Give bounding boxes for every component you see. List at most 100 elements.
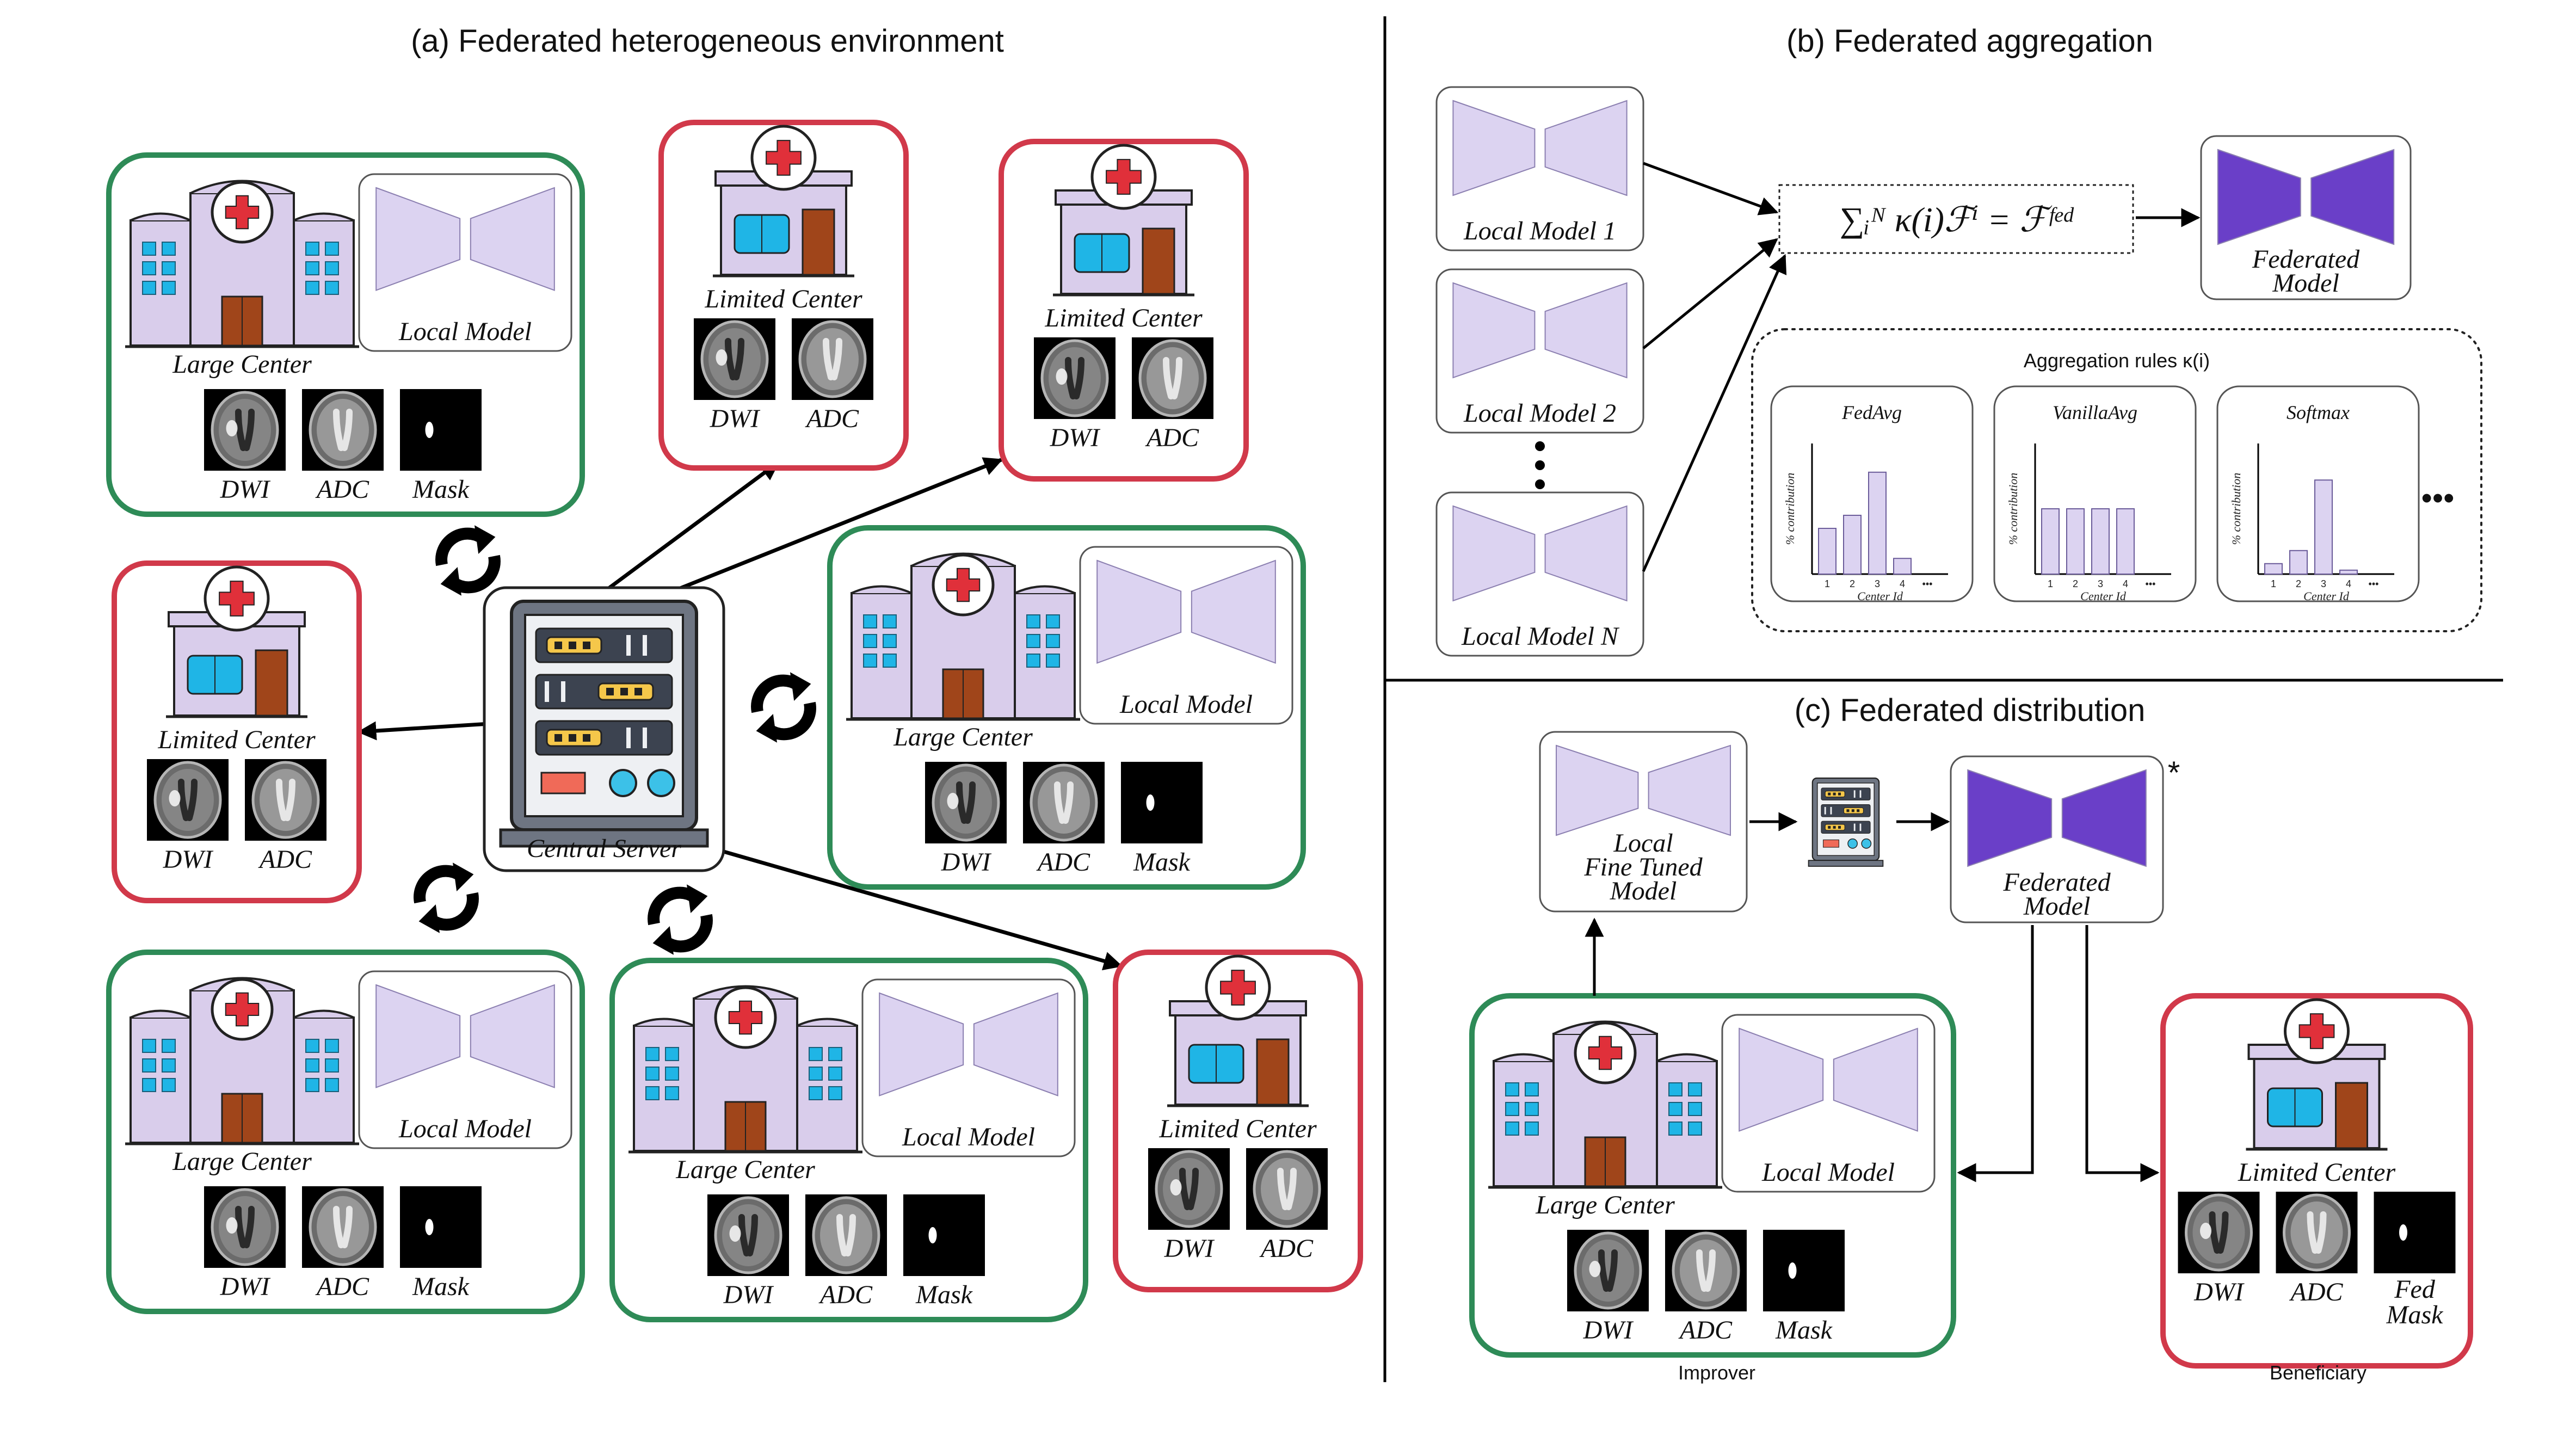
- mask-scan: [1763, 1230, 1845, 1311]
- mask-label: Mask: [412, 475, 470, 504]
- panel-a-title: (a) Federated heterogeneous environment: [411, 23, 1004, 59]
- limited-center-label: Limited Center: [704, 285, 862, 313]
- server-label: Central Server: [527, 834, 681, 863]
- arrow-modelN-formula: [1642, 254, 1787, 572]
- asterisk: *: [2168, 755, 2180, 791]
- fine-tuned-label-0: Local: [1613, 829, 1673, 858]
- mask-label: Mask: [1133, 848, 1191, 877]
- dwi-label: DWI: [941, 848, 992, 877]
- tick-label: •••: [1922, 578, 1933, 589]
- mask-scan: [400, 1186, 482, 1268]
- mask-scan: [1121, 762, 1203, 843]
- local-model-label: Local Model: [398, 317, 532, 346]
- tick-label: •••: [2369, 578, 2379, 589]
- local-model-icon: [375, 187, 555, 291]
- more-rules-ellipsis: •••: [2421, 480, 2455, 516]
- arrow-federated-improver: [1957, 925, 2034, 1182]
- x-axis-label: Center Id: [2080, 589, 2127, 603]
- dwi-label: DWI: [710, 404, 761, 433]
- dwi-label: DWI: [2193, 1278, 2245, 1307]
- central-server-icon: [1808, 777, 1884, 867]
- local-model-2: Local Model 2: [1435, 268, 1644, 434]
- dwi-scan: [925, 762, 1007, 843]
- sync-arrows-icon: [414, 862, 479, 933]
- adc-label: ADC: [805, 404, 859, 433]
- dwi-scan: [204, 389, 286, 471]
- local-model-icon: [375, 984, 555, 1088]
- bar: [2066, 508, 2085, 575]
- red-cross-icon: [946, 568, 981, 602]
- red-cross-icon: [1106, 159, 1142, 195]
- adc-scan: [2276, 1192, 2358, 1273]
- adc-label: ADC: [1036, 848, 1090, 877]
- red-cross-icon: [766, 140, 802, 176]
- local-model: Local Model: [358, 970, 572, 1149]
- adc-label: ADC: [315, 475, 369, 504]
- adc-label: ADC: [2289, 1278, 2344, 1307]
- large-hospital-icon: [125, 977, 359, 1145]
- formula-text: ∑ᵢᴺ κ(i)ℱⁱ = ℱᶠᵉᵈ: [1840, 200, 2074, 239]
- dwi-scan: [1567, 1230, 1649, 1311]
- large-hospital-icon: [125, 180, 359, 348]
- dwi-label: DWI: [1164, 1234, 1215, 1263]
- tick-label: 1: [1825, 578, 1830, 589]
- limited-center-label: Limited Center: [157, 725, 316, 754]
- ellipsis-dot: [1535, 479, 1545, 489]
- arrow-model2-formula: [1642, 238, 1778, 349]
- tick-label: 2: [2073, 578, 2078, 589]
- red-cross-icon: [1220, 970, 1256, 1006]
- arrow-to-limited-3: [357, 721, 490, 741]
- red-cross-icon: [225, 195, 260, 230]
- rule-name: VanillaAvg: [2053, 402, 2137, 423]
- bar: [2264, 563, 2283, 575]
- x-axis-label: Center Id: [2303, 589, 2350, 603]
- bar: [2041, 508, 2060, 575]
- local-model-label: Local Model: [398, 1114, 532, 1143]
- arrow-federated-beneficiary: [2085, 925, 2160, 1182]
- adc-label: ADC: [818, 1280, 873, 1309]
- arrow-to-limited-1: [608, 461, 780, 589]
- federated-model-c-icon: [1967, 769, 2147, 867]
- tick-label: 3: [1875, 578, 1880, 589]
- tick-label: 4: [1900, 578, 1905, 589]
- local-model-3-label: Local Model N: [1461, 622, 1620, 651]
- dwi-scan: [147, 759, 229, 841]
- bar: [1893, 558, 1912, 575]
- fine-tuned-model-icon: [1556, 744, 1731, 836]
- bar: [1818, 528, 1837, 575]
- tick-label: 2: [2296, 578, 2301, 589]
- fed-mask-scan: [2374, 1192, 2456, 1273]
- dwi-label: DWI: [220, 1272, 271, 1301]
- tick-label: 4: [2123, 578, 2128, 589]
- red-cross-icon: [2298, 1013, 2335, 1049]
- tick-label: 2: [1850, 578, 1855, 589]
- adc-scan: [1246, 1148, 1328, 1230]
- red-cross-icon: [1588, 1036, 1623, 1070]
- bar: [1843, 515, 1862, 575]
- local-model-label: Local Model: [1761, 1158, 1895, 1187]
- adc-scan: [1023, 762, 1105, 843]
- panel-c-title: (c) Federated distribution: [1795, 693, 2146, 728]
- y-axis-label: % contribution: [2229, 473, 2243, 545]
- dwi-scan: [1034, 337, 1116, 419]
- dwi-label: DWI: [723, 1280, 774, 1309]
- tick-label: 3: [2321, 578, 2326, 589]
- dwi-scan: [694, 318, 775, 400]
- tick-label: 4: [2346, 578, 2351, 589]
- federated-model-c-label-2: Model: [2023, 892, 2091, 921]
- local-model: Local Model: [1079, 546, 1293, 725]
- tick-label: •••: [2146, 578, 2156, 589]
- local-model-2-label: Local Model 2: [1463, 399, 1616, 428]
- limited-clinic-icon: [1053, 144, 1194, 297]
- bar: [2091, 508, 2110, 575]
- red-cross-icon: [728, 1000, 763, 1035]
- local-model-icon: [1739, 1027, 1918, 1132]
- central-server: Central Server: [483, 586, 725, 872]
- dwi-scan: [1148, 1148, 1230, 1230]
